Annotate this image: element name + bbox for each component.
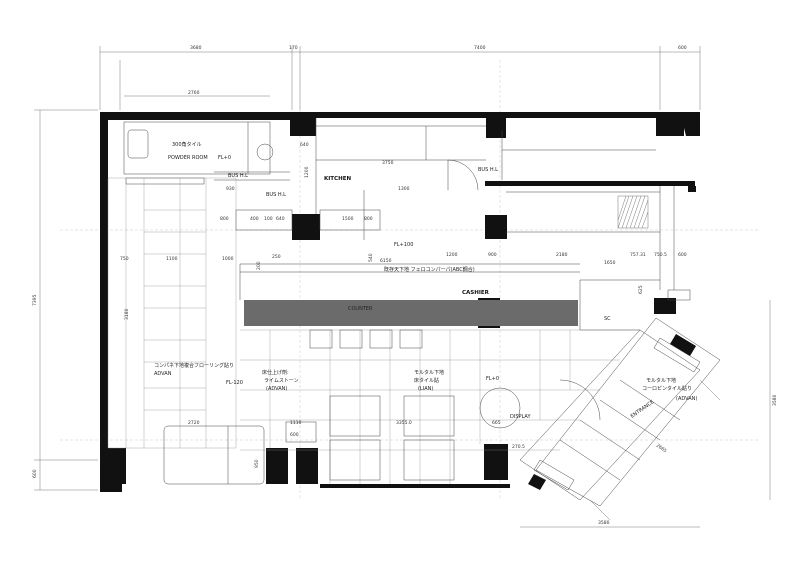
dim-2665: 2665	[655, 443, 668, 455]
dim-3180: 3180	[124, 308, 130, 320]
dim-750-a: 750	[120, 256, 129, 262]
dim-100: 100	[264, 216, 273, 222]
dim-1500: 1500	[342, 216, 354, 222]
dim-top-600: 600	[678, 45, 687, 51]
powder-room-label: POWDER ROOM	[168, 155, 208, 161]
dim-top-3680: 3680	[190, 45, 202, 51]
bus-hl-label-1: BUS H.L	[228, 173, 248, 179]
dim-2760: 2760	[188, 90, 200, 96]
floor-right-line-2: 床タイル貼	[414, 377, 439, 384]
partitions	[123, 118, 691, 331]
fl0-powder-label: FL+0	[218, 155, 231, 161]
dim-1110: 1110	[290, 420, 302, 426]
hatch-area	[617, 195, 649, 229]
dim-left-600: 600	[32, 469, 38, 478]
bus-hl-label-2: BUS H.L	[266, 192, 286, 198]
dimension-labels: 3680 170 7400 600 2760 640 1200 3750 930…	[32, 45, 778, 526]
fl0-main-label: FL+0	[486, 376, 499, 382]
dim-3580-bottom: 3580	[598, 520, 610, 526]
cashier-label: CASHIER	[462, 290, 490, 296]
dim-top-7400: 7400	[474, 45, 486, 51]
dim-640-a: 640	[300, 142, 309, 148]
entrance-line-3: (ADVAN)	[676, 396, 697, 402]
dim-3750: 3750	[382, 160, 394, 166]
dim-1200-a: 1200	[304, 166, 310, 178]
dim-left-7395: 7395	[32, 294, 38, 306]
dim-400: 400	[250, 216, 259, 222]
entrance-line-1: モルタル下地	[646, 377, 676, 384]
bus-hl-label-3: BUS H.L	[478, 167, 498, 173]
counter-bar	[244, 300, 578, 326]
left-floor-grid	[107, 177, 317, 485]
fl100-label: FL+100	[394, 242, 413, 248]
dim-800-a: 800	[220, 216, 229, 222]
floor-left-line-1: コンパネ下地複合フローリング貼り	[154, 362, 234, 369]
dim-540: 540	[368, 253, 374, 262]
floor-right-line-1: モルタル下地	[414, 369, 444, 376]
fl120-label: FL-120	[226, 380, 243, 386]
dim-1650: 1650	[604, 260, 616, 266]
dim-250: 250	[272, 254, 281, 260]
entrance-line-2: コーロピンタイル貼り	[642, 385, 692, 392]
dim-900: 900	[488, 252, 497, 258]
entrance-label: ENTRANCE	[630, 399, 656, 419]
floor-left-line-2: ADVAN	[154, 371, 172, 377]
dim-270: 270.5	[512, 444, 525, 450]
entrance-structure	[519, 317, 721, 521]
display-label: DISPLAY	[510, 414, 531, 420]
floor-right-line-3: (LIAN)	[418, 386, 433, 392]
dim-757: 757.31	[630, 252, 646, 258]
dim-800-b: 800	[364, 216, 373, 222]
dim-1000: 1000	[222, 256, 234, 262]
dim-2720: 2720	[188, 420, 200, 426]
dim-right-3580: 3580	[772, 394, 778, 406]
dim-3355: 3355.0	[396, 420, 412, 426]
dim-top-170: 170	[289, 45, 298, 51]
dim-1100: 1100	[166, 256, 178, 262]
dim-600: 600	[678, 252, 687, 258]
counter-label: COUNTER	[348, 306, 373, 312]
dim-930: 930	[226, 186, 235, 192]
room-labels: 300角タイル POWDER ROOM FL+0 BUS H.L BUS H.L…	[154, 141, 697, 420]
dim-750-b: 750.5	[654, 252, 667, 258]
floor-mid-line-2: ライムストーン	[264, 378, 299, 384]
dim-200: 200	[256, 261, 262, 270]
dim-625: 625	[638, 285, 644, 294]
dim-950: 950	[254, 459, 260, 468]
floor-mid-line-1: 床仕上げ剤:	[262, 369, 289, 376]
dim-640-b: 640	[276, 216, 285, 222]
floor-mid-line-3: (ADVAN)	[266, 386, 287, 392]
dimension-lines	[34, 46, 771, 528]
dim-1200-b: 1200	[446, 252, 458, 258]
dim-665: 665	[492, 420, 501, 426]
dim-2180: 2180	[556, 252, 568, 258]
dim-6150: 6150	[380, 258, 392, 264]
sc-label: SC	[604, 316, 611, 322]
dim-600-b: 600	[290, 432, 299, 438]
tile300-label: 300角タイル	[172, 141, 202, 148]
ceiling-note-label: 既存天下地 フェロコンパーパ(ABC鋼合)	[384, 266, 475, 273]
main-floor-grid	[240, 329, 640, 484]
dim-1300: 1300	[398, 186, 410, 192]
kitchen-label: KITCHEN	[324, 176, 351, 182]
